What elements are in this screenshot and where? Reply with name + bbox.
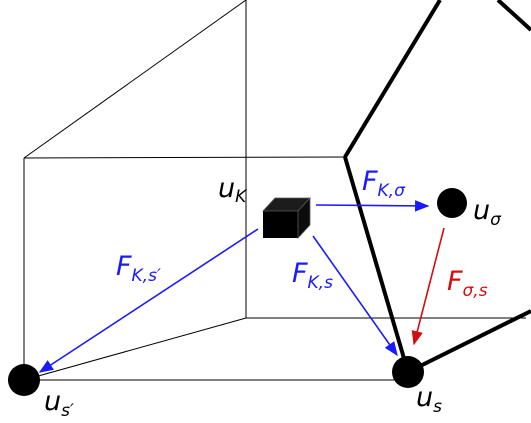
arrow-F-sigma-s: [411, 227, 445, 346]
label-F-K-s: FK,s: [292, 258, 333, 293]
control-volume-edges: [23, 0, 526, 381]
node-u-sigma: [437, 188, 467, 218]
cube-u-K: [262, 196, 311, 240]
label-F-K-sprime: FK,s′: [116, 251, 161, 286]
node-u-sprime: [8, 364, 40, 396]
node-u-s: [392, 356, 424, 388]
edge-bottom-diagonal: [23, 317, 247, 381]
edge-front-top: [23, 156, 346, 159]
thick-edge-left: [343, 0, 442, 159]
arrow-F-K-s: [312, 235, 398, 357]
edge-top-diagonal: [23, 0, 247, 159]
label-u-s: us: [416, 382, 442, 417]
label-F-K-sigma: FK,σ: [362, 166, 406, 201]
label-u-K: uK: [218, 173, 248, 207]
arrow-F-K-sprime: [38, 228, 259, 373]
label-F-sigma-s: Fσ,s: [447, 266, 488, 301]
flux-arrows: [38, 200, 445, 373]
label-u-sprime: us′: [44, 386, 74, 421]
arrow-F-K-sigma: [315, 200, 430, 212]
thick-edge-top-right: [496, 0, 531, 32]
label-u-sigma: uσ: [473, 195, 502, 230]
